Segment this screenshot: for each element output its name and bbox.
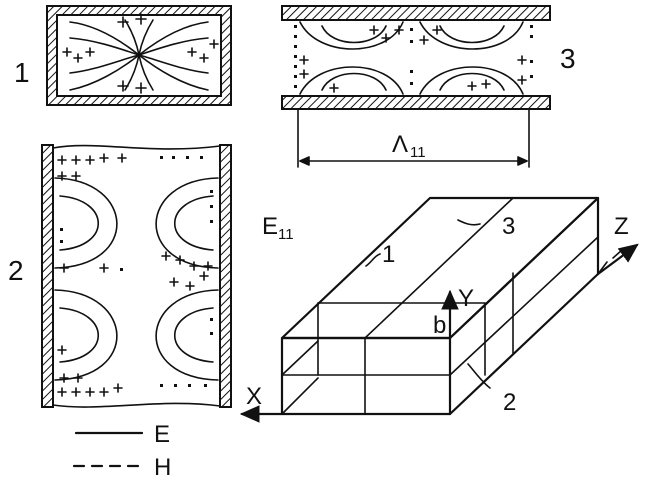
top-section-plus-marks [299,25,527,93]
cross-section-plus-marks [62,13,219,94]
x-axis-label: X [246,383,262,410]
figure-2-label: 2 [8,255,24,286]
z-axis-label: Z [614,213,629,240]
longitudinal-section-top-figure: Λ 11 3 [281,5,576,168]
legend-e-label: E [154,421,170,448]
wavelength-dimension [297,109,530,168]
box-section-2-label: 2 [503,389,516,416]
mode-label: E 11 [262,213,294,243]
mode-symbol: E [262,213,278,240]
wavelength-symbol: Λ [392,131,408,158]
side-section-field-loops [54,177,219,381]
wavelength-subscript: 11 [410,144,426,161]
axes [239,243,639,423]
section-leaders [365,219,491,389]
top-section-field-loops [299,21,524,95]
y-axis-label: Y [458,285,474,312]
box-section-1-label: 1 [382,241,395,268]
legend: E H [72,421,171,481]
figure-3-label: 3 [560,43,576,74]
side-section-h-dots [60,156,213,387]
mode-subscript: 11 [278,226,294,243]
side-section-plus-marks [57,153,213,397]
waveguide-3d-box [280,196,600,416]
b-dimension-label: b [433,312,446,339]
longitudinal-section-side-figure: 2 [8,144,232,408]
figure-1-label: 1 [14,57,30,88]
legend-h-label: H [154,454,171,481]
cross-section-figure: 1 [14,5,232,106]
box-section-3-label: 3 [502,213,515,240]
top-section-h-dots [294,25,533,88]
